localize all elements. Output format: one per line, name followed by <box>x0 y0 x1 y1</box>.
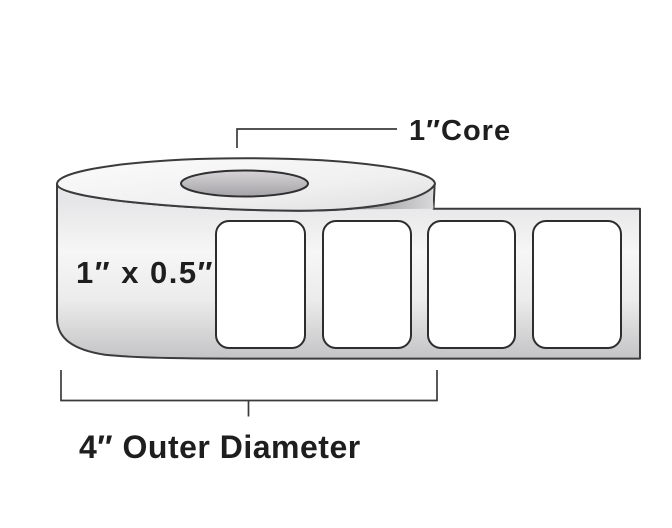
roll-underside-shadow <box>350 185 434 210</box>
outer-diameter-bracket <box>60 370 438 417</box>
label-rect-4 <box>532 220 622 349</box>
label-rect-2 <box>322 220 412 349</box>
core-callout-line <box>236 128 397 148</box>
core-size-label: 1″Core <box>409 115 512 147</box>
label-rect-1 <box>215 220 306 349</box>
outer-diameter-label: 4″ Outer Diameter <box>79 429 361 465</box>
core-opening <box>180 169 309 198</box>
label-rect-3 <box>427 220 516 349</box>
label-dimensions-label: 1″ x 0.5″ <box>76 255 214 290</box>
